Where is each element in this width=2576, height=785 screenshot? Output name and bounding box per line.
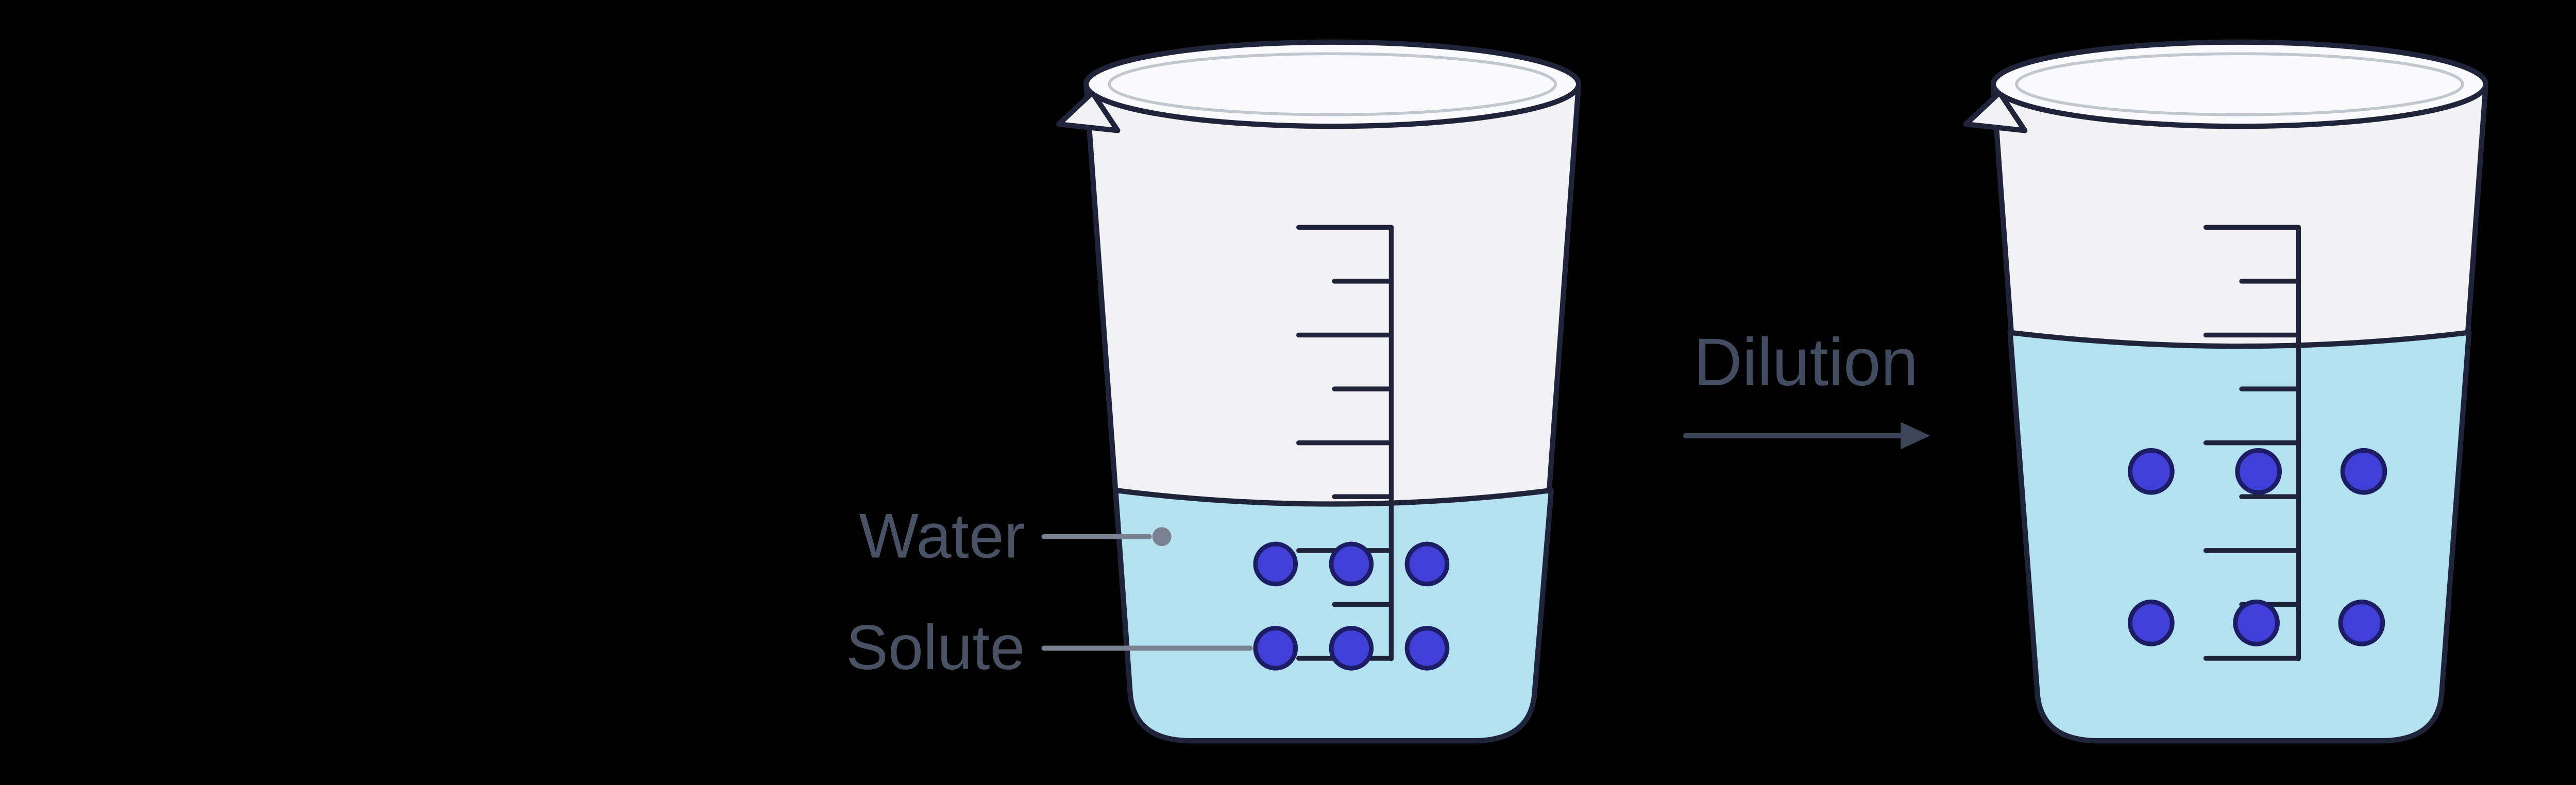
liquid-before: [1113, 487, 1554, 744]
solute-particle: [1253, 626, 1298, 671]
beaker-spout: [1056, 90, 1121, 133]
left-beaker: [1056, 39, 1582, 744]
callouts: Water Solute: [846, 501, 1253, 682]
liquid-after: [2007, 330, 2472, 744]
water-leader-dot: [1152, 527, 1172, 547]
dilution-label: Dilution: [1693, 325, 1918, 400]
beaker-rim: [1990, 39, 2489, 129]
graduation-scale: [1296, 225, 1394, 661]
solute-particle: [1404, 541, 1450, 587]
beaker-rim-inner: [2015, 52, 2464, 116]
beaker-spout: [1963, 90, 2028, 133]
solute-particle: [2233, 600, 2280, 646]
dilution-process: Dilution: [1683, 325, 1930, 450]
water-label: Water: [859, 501, 1025, 571]
solute-particle: [2127, 448, 2175, 495]
solute-particle: [2338, 600, 2385, 646]
beaker-rim: [1083, 39, 1582, 129]
solute-particle: [1253, 541, 1298, 587]
beaker-rim-inner: [1108, 52, 1557, 116]
solute-particle: [1404, 626, 1450, 671]
solute-particle: [1329, 541, 1374, 587]
solute-particle: [1329, 626, 1374, 671]
right-beaker: [1963, 39, 2489, 744]
solute-particles-before: [1253, 541, 1450, 671]
dilution-arrow-head: [1901, 422, 1930, 450]
solute-particles-after: [2127, 448, 2387, 646]
solute-particle: [2235, 448, 2282, 495]
solute-particle: [2340, 448, 2387, 495]
solute-label: Solute: [846, 612, 1025, 682]
solute-particle: [2127, 600, 2175, 646]
